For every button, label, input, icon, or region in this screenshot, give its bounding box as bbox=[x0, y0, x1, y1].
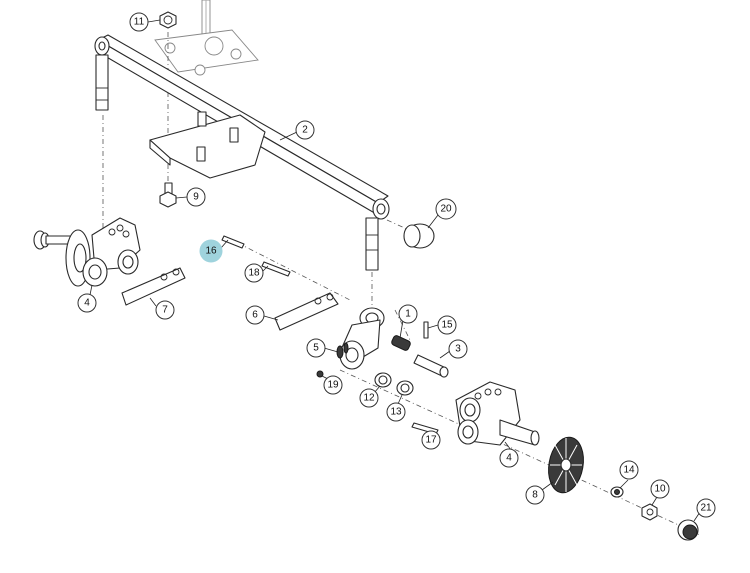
svg-text:20: 20 bbox=[440, 204, 452, 215]
callout-16: 16 bbox=[199, 239, 223, 263]
callout-15: 15 bbox=[437, 315, 457, 335]
svg-text:13: 13 bbox=[390, 407, 402, 418]
svg-text:19: 19 bbox=[327, 380, 339, 391]
callout-21: 21 bbox=[696, 498, 716, 518]
washer-14 bbox=[610, 486, 624, 498]
svg-text:10: 10 bbox=[654, 484, 666, 495]
svg-text:4: 4 bbox=[84, 298, 90, 309]
link-plate-6 bbox=[274, 292, 339, 331]
callout-4-left: 4 bbox=[77, 293, 97, 313]
callout-11: 11 bbox=[129, 12, 149, 32]
svg-text:5: 5 bbox=[313, 343, 319, 354]
pin-18 bbox=[261, 261, 291, 277]
callout-9: 9 bbox=[186, 187, 206, 207]
axle-crossbar bbox=[94, 34, 390, 271]
callout-1: 1 bbox=[398, 304, 418, 324]
assembly-axis-lines bbox=[102, 32, 701, 536]
svg-text:4: 4 bbox=[506, 453, 512, 464]
bolt-9 bbox=[159, 182, 177, 208]
link-plate-7 bbox=[121, 267, 186, 306]
swivel-bracket-5 bbox=[336, 307, 385, 370]
pin-16 bbox=[221, 235, 245, 249]
callout-17: 17 bbox=[421, 430, 441, 450]
wheel-disc-8 bbox=[548, 436, 584, 494]
washer-12 bbox=[374, 372, 392, 388]
callout-5: 5 bbox=[306, 338, 326, 358]
end-cap-20 bbox=[403, 223, 435, 249]
callout-7: 7 bbox=[155, 300, 175, 320]
callout-19: 19 bbox=[323, 375, 343, 395]
top-mounting-plate bbox=[154, 0, 259, 76]
callout-10: 10 bbox=[650, 479, 670, 499]
svg-text:1: 1 bbox=[405, 309, 411, 320]
nut-19 bbox=[316, 370, 324, 378]
right-hub-assembly bbox=[455, 381, 540, 446]
callout-3: 3 bbox=[448, 339, 468, 359]
svg-text:3: 3 bbox=[455, 344, 461, 355]
svg-text:15: 15 bbox=[441, 320, 453, 331]
svg-text:17: 17 bbox=[425, 435, 437, 446]
svg-text:11: 11 bbox=[134, 17, 145, 28]
svg-text:6: 6 bbox=[252, 310, 258, 321]
svg-text:2: 2 bbox=[302, 125, 308, 136]
nut-10 bbox=[641, 503, 658, 521]
svg-text:12: 12 bbox=[363, 393, 375, 404]
callout-20: 20 bbox=[435, 198, 457, 220]
svg-text:18: 18 bbox=[248, 268, 260, 279]
pin-15 bbox=[423, 321, 429, 339]
svg-text:8: 8 bbox=[532, 490, 538, 501]
callouts: 11 2 9 20 16 18 4 7 bbox=[77, 12, 716, 518]
callout-2: 2 bbox=[295, 120, 315, 140]
callout-4-right: 4 bbox=[499, 448, 519, 468]
svg-text:14: 14 bbox=[623, 465, 635, 476]
nut-11 bbox=[159, 11, 177, 29]
svg-text:7: 7 bbox=[162, 305, 168, 316]
washer-13 bbox=[396, 380, 414, 396]
callout-13: 13 bbox=[386, 402, 406, 422]
callout-6: 6 bbox=[245, 305, 265, 325]
callout-8: 8 bbox=[525, 485, 545, 505]
callout-18: 18 bbox=[244, 263, 264, 283]
callout-14: 14 bbox=[619, 460, 639, 480]
svg-text:16: 16 bbox=[205, 246, 217, 257]
hub-cap-21 bbox=[677, 519, 699, 541]
left-hub-assembly bbox=[33, 217, 141, 287]
spring-1 bbox=[391, 335, 411, 351]
callout-12: 12 bbox=[359, 388, 379, 408]
svg-text:9: 9 bbox=[193, 192, 199, 203]
svg-text:21: 21 bbox=[700, 503, 712, 514]
shaft-3 bbox=[413, 354, 449, 378]
